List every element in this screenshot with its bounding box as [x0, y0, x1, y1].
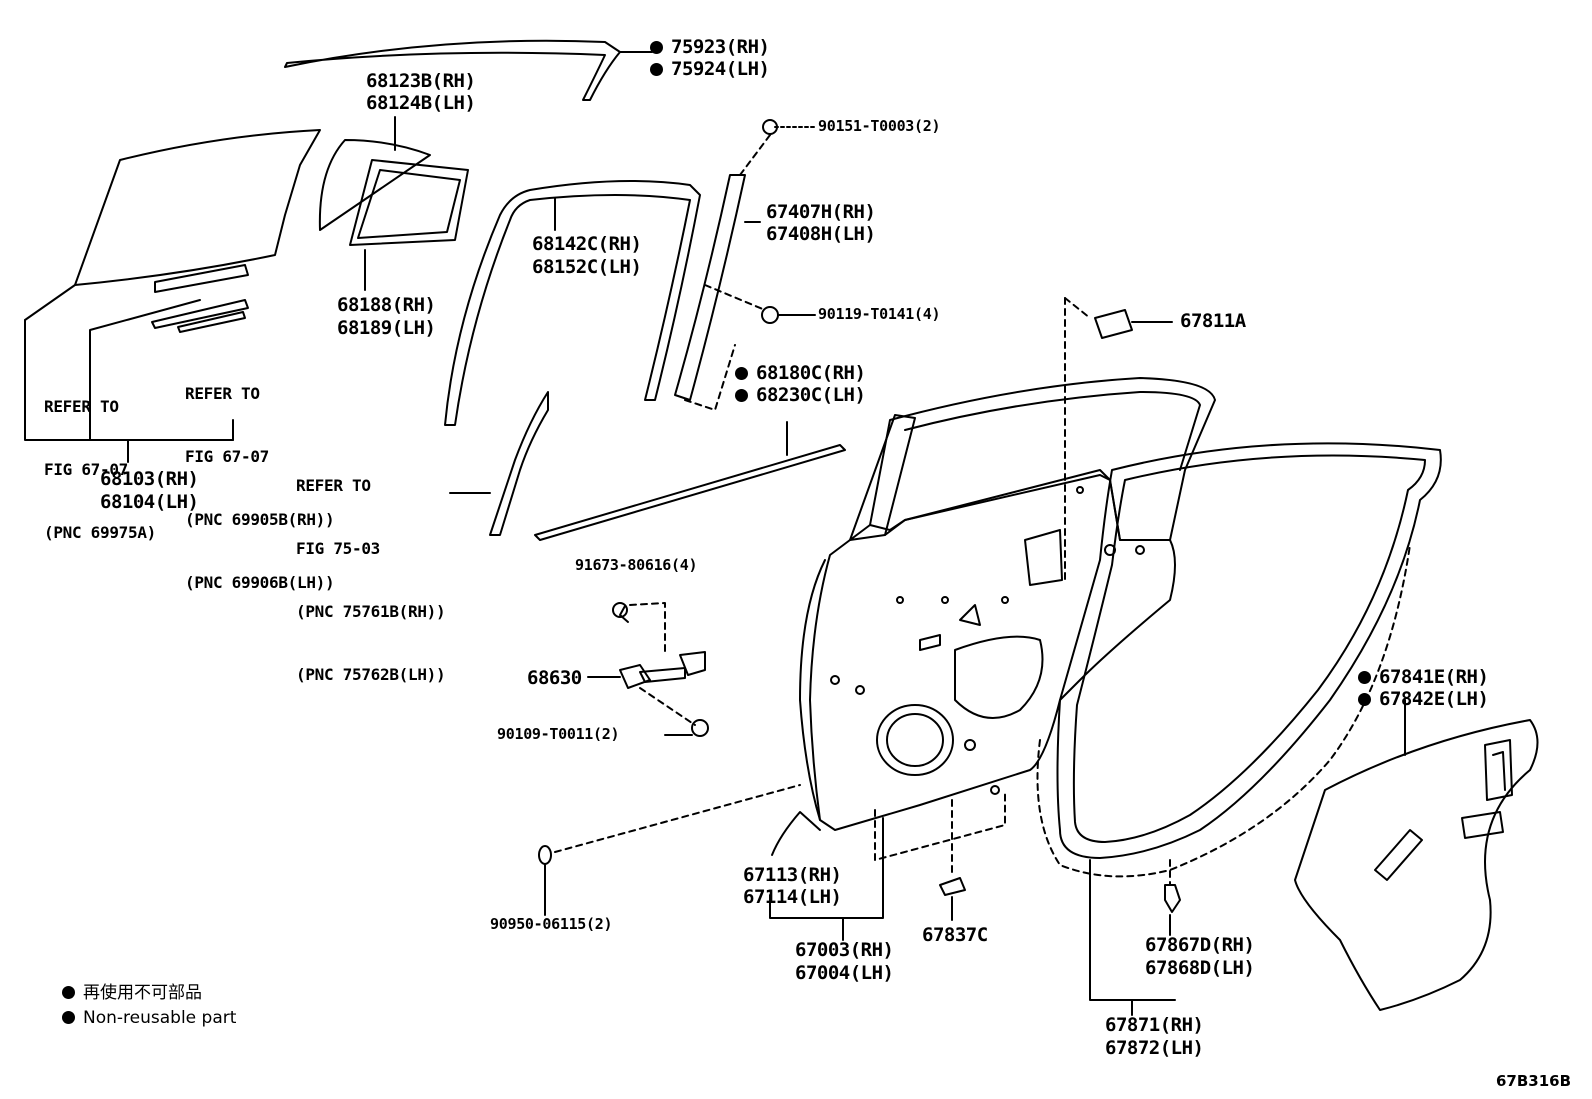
- callout-68180c: 68180C(RH): [735, 364, 866, 383]
- service-hole-cover: [1294, 699, 1539, 1011]
- callout-68189: 68189(LH): [337, 317, 436, 339]
- legend-en: Non-reusable part: [62, 1010, 236, 1027]
- callout-90151: 90151-T0003(2): [818, 117, 941, 135]
- leader-lines: [619, 51, 884, 941]
- callout-68104: 68104(LH): [100, 491, 199, 513]
- refer-note-frame-molding: REFER TO FIG 75-03 (PNC 75761B(RH)) (PNC…: [296, 476, 446, 684]
- callout-67407h: 67407H(RH): [766, 201, 876, 223]
- callout-90119: 90119-T0141(4): [818, 305, 941, 323]
- callout-68630: 68630: [527, 667, 582, 689]
- callout-68103: 68103(RH): [100, 468, 199, 490]
- callout-67841e: 67841E(RH): [1358, 668, 1489, 687]
- callout-67811a: 67811A: [1180, 310, 1246, 332]
- figure-code: 67B316B: [1496, 1072, 1572, 1090]
- refer-note-belt-molding: REFER TO FIG 67-07 (PNC 69905B(RH)) (PNC…: [185, 384, 335, 592]
- callout-67004: 67004(LH): [795, 962, 894, 984]
- legend-jp: 再使用不可部品: [62, 985, 202, 1002]
- window-frame-molding: [449, 391, 549, 536]
- weatherstrip-clip: [1164, 859, 1181, 936]
- refer-note-glass-channel: REFER TO FIG 67-07 (PNC 69975A): [44, 397, 156, 542]
- callout-75924: 75924(LH): [650, 60, 770, 79]
- pad: [1064, 297, 1173, 581]
- callout-68123b: 68123B(RH): [366, 70, 476, 92]
- door-panel: [771, 377, 1216, 861]
- callout-67842e: 67842E(LH): [1358, 690, 1489, 709]
- clip: [939, 799, 966, 921]
- callout-67872: 67872(LH): [1105, 1037, 1204, 1059]
- division-bar: [674, 119, 816, 411]
- callout-67871: 67871(RH): [1105, 1014, 1204, 1036]
- bullet-icon: [62, 1011, 75, 1024]
- callout-90109: 90109-T0011(2): [497, 725, 620, 743]
- door-glass: [24, 129, 321, 463]
- callout-67003: 67003(RH): [795, 939, 894, 961]
- belt-molding-top: [284, 39, 621, 101]
- belt-weatherstrip: [534, 421, 846, 541]
- callout-67408h: 67408H(LH): [766, 223, 876, 245]
- callout-68230c: 68230C(LH): [735, 386, 866, 405]
- door-frame-molding: [444, 180, 701, 426]
- callout-67114: 67114(LH): [743, 886, 842, 908]
- quarter-glass: [318, 116, 469, 291]
- callout-67837c: 67837C: [922, 924, 988, 946]
- door-weatherstrip: [1036, 442, 1442, 1016]
- callout-68188: 68188(RH): [337, 294, 436, 316]
- hole-plug: [538, 784, 801, 916]
- callout-68152c: 68152C(LH): [532, 256, 642, 278]
- callout-67113: 67113(RH): [743, 864, 842, 886]
- door-check: [587, 602, 709, 737]
- callout-90950: 90950-06115(2): [490, 915, 613, 933]
- callout-68124b: 68124B(LH): [366, 92, 476, 114]
- callout-68142c: 68142C(RH): [532, 233, 642, 255]
- callout-67867d: 67867D(RH): [1145, 934, 1255, 956]
- bullet-icon: [62, 986, 75, 999]
- callout-75923: 75923(RH): [650, 38, 770, 57]
- callout-91673: 91673-80616(4): [575, 556, 698, 574]
- callout-67868d: 67868D(LH): [1145, 957, 1255, 979]
